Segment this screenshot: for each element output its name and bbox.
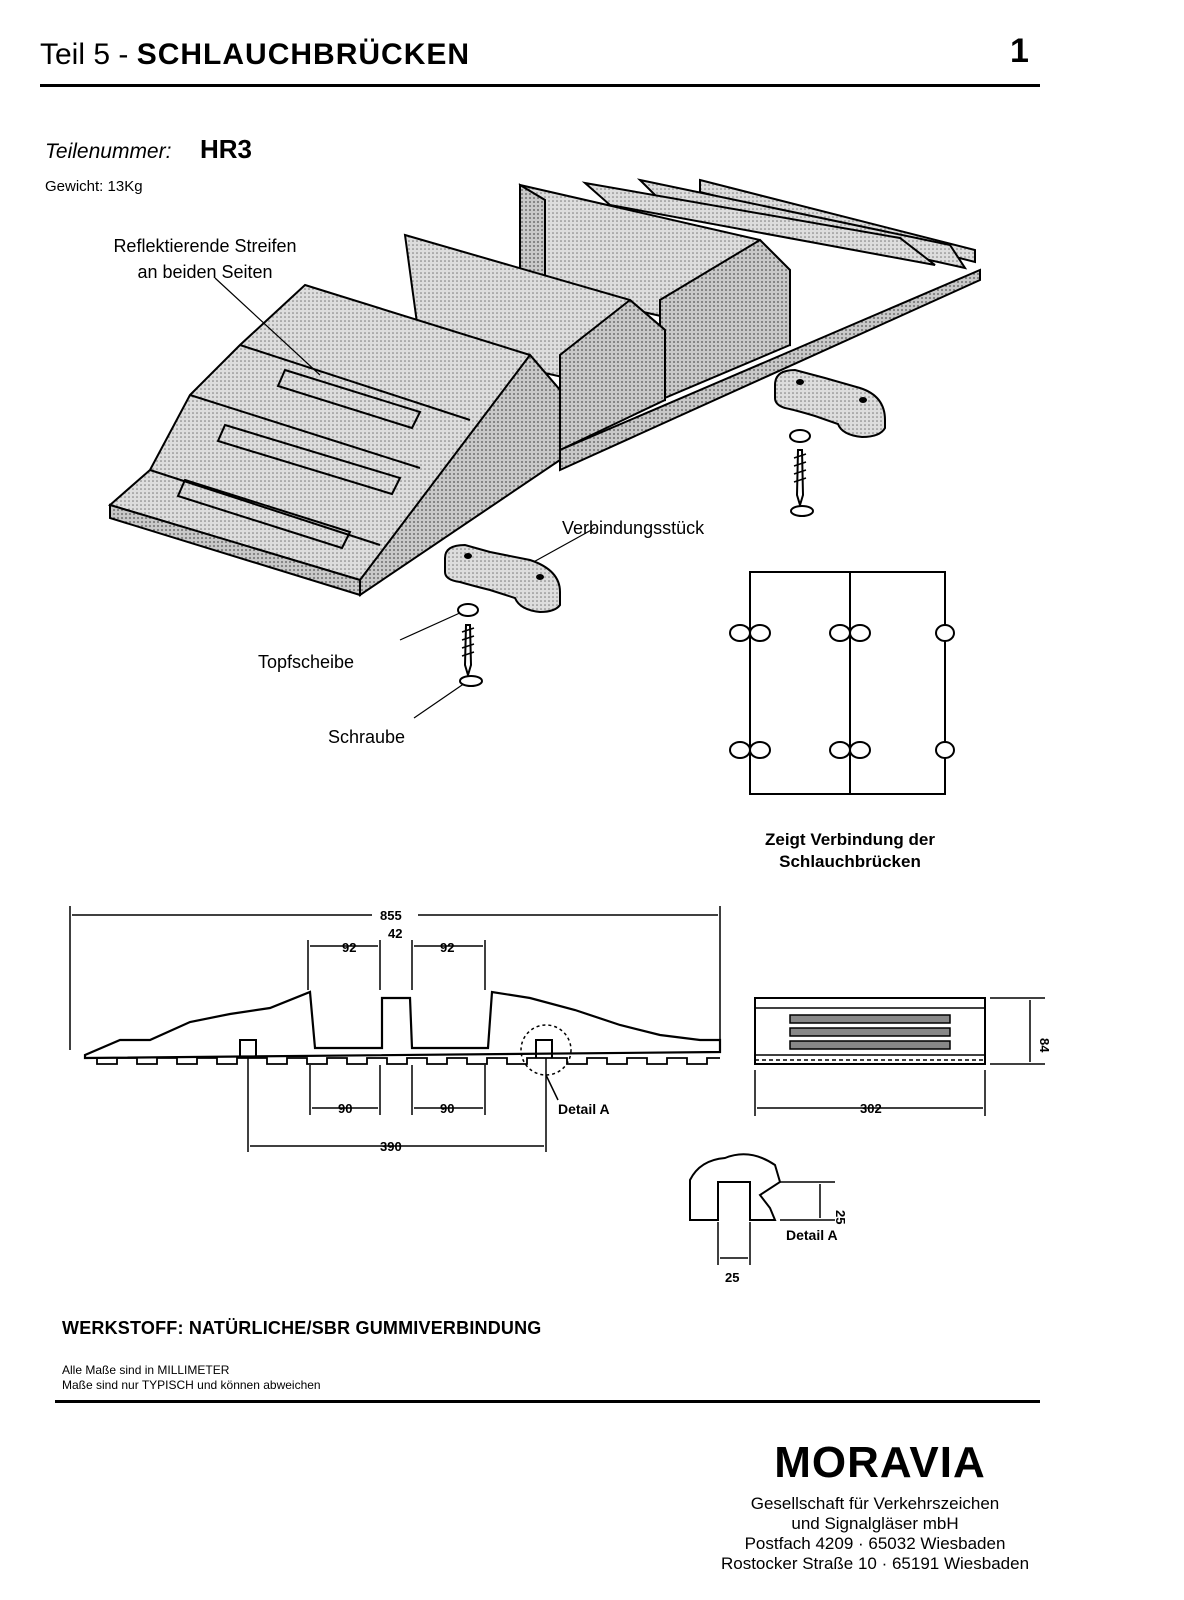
screw-icon	[459, 624, 483, 687]
dim-channel-right: 92	[440, 940, 454, 955]
connection-caption-line2: Schlauchbrücken	[779, 852, 921, 871]
company-logo: MORAVIA	[774, 1438, 986, 1487]
dim-overall: 855	[380, 908, 402, 923]
connector-label: Verbindungsstück	[562, 518, 705, 538]
title-prefix: Teil 5 -	[40, 38, 137, 71]
hose-bridge-illustration	[107, 178, 981, 795]
connection-caption-line1: Zeigt Verbindung der	[764, 830, 935, 849]
dimension-drawing: 855 92 42 92 90 90 390 Detail A 84 302 2…	[69, 906, 1052, 1285]
header-rule	[40, 84, 1040, 87]
dim-channel-left: 92	[342, 940, 356, 955]
dim-span: 390	[380, 1139, 402, 1154]
washer-label: Topfscheibe	[258, 652, 355, 672]
washer-icon-2	[789, 429, 811, 443]
part-number: HR3	[200, 134, 253, 164]
detail-a-label: Detail A	[558, 1101, 610, 1117]
dim-detail-width: 25	[725, 1270, 739, 1285]
page-number: 1	[1010, 32, 1029, 70]
dim-base-left: 90	[338, 1101, 352, 1116]
connection-diagram	[729, 571, 955, 795]
reflective-label-line2: an beiden Seiten	[137, 262, 273, 282]
footer-rule	[55, 1400, 1040, 1403]
screw-icon-2	[790, 449, 814, 517]
material-spec: WERKSTOFF: NATÜRLICHE/SBR GUMMIVERBINDUN…	[62, 1318, 542, 1338]
company-line2: und Signalgläser mbH	[791, 1514, 959, 1533]
dim-width: 302	[860, 1101, 882, 1116]
company-line3: Postfach 4209 · 65032 Wiesbaden	[744, 1534, 1006, 1553]
washer-icon	[457, 603, 479, 617]
title-main: SCHLAUCHBRÜCKEN	[136, 38, 471, 71]
dim-height: 84	[1037, 1038, 1052, 1053]
company-line4: Rostocker Straße 10 · 65191 Wiesbaden	[720, 1554, 1030, 1573]
note-units: Alle Maße sind in MILLIMETER	[62, 1363, 230, 1377]
connector-piece-2	[774, 368, 886, 439]
dim-base-right: 90	[440, 1101, 454, 1116]
part-number-label: Teilenummer:	[45, 140, 172, 163]
company-line1: Gesellschaft für Verkehrszeichen	[750, 1494, 1000, 1513]
screw-label: Schraube	[328, 727, 406, 747]
dim-detail-height: 25	[833, 1210, 848, 1224]
note-typical: Maße sind nur TYPISCH und können abweich…	[62, 1378, 321, 1392]
part-weight: Gewicht: 13Kg	[45, 178, 143, 195]
reflective-label-line1: Reflektierende Streifen	[113, 236, 297, 256]
detail-a-caption: Detail A	[786, 1227, 838, 1243]
dim-center-rib: 42	[388, 926, 402, 941]
connector-piece	[444, 543, 561, 614]
page-title: Teil 5 - SCHLAUCHBRÜCKEN	[40, 38, 470, 72]
